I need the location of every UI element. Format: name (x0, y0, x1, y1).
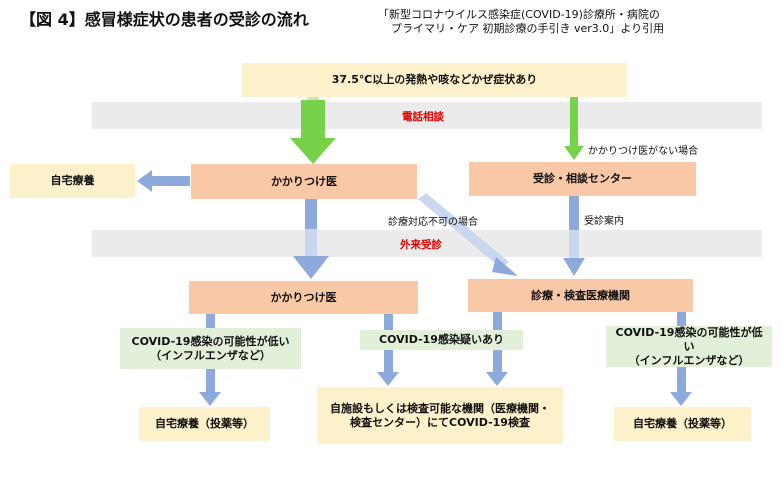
low-possibility-right-line-1: COVID-19感染の可能性が低い (615, 325, 763, 353)
home-care-top-box: 自宅療養 (10, 164, 135, 198)
outpatient-band (92, 230, 762, 257)
arrow-symptoms-to-doctor-head (290, 100, 336, 164)
low-possibility-left-line-1: COVID-19感染の可能性が低い (131, 334, 290, 348)
arrow-doctor-to-doctor (305, 199, 317, 229)
outpatient-label: 外来受診 (400, 239, 442, 251)
testing-facility-line-2: 検査センター）にてCOVID-19検査 (350, 415, 530, 429)
arrow-doctor-to-suspected (384, 314, 393, 330)
testing-facility-line-1: 自施設もしくは検査可能な機関（医療機関・ (330, 401, 550, 415)
referral-label: 受診案内 (584, 216, 624, 227)
home-care-right-text: 自宅療養（投薬等） (633, 417, 732, 430)
suspected-box: COVID-19感染疑いあり (360, 330, 523, 350)
arrow-doctor-to-doctor-light (305, 229, 317, 256)
arrow-symptoms-to-center (564, 97, 584, 160)
arrow-doctor-to-home (137, 170, 190, 192)
arrow-testing-to-low-right (677, 312, 686, 328)
low-possibility-right-line-2: （インフルエンザなど） (628, 353, 750, 367)
source-line-1: 「新型コロナウイルス感染症(COVID-19)診療所・病院の (378, 8, 660, 21)
arrow-low-left-to-home (199, 369, 221, 406)
home-care-left-box: 自宅療養（投薬等） (139, 407, 270, 441)
family-doctor-top-text: かかりつけ医 (270, 174, 338, 188)
testing-institution-box: 診療・検査医療機関 (468, 279, 693, 312)
suspected-text: COVID-19感染疑いあり (379, 333, 504, 346)
home-care-top-text: 自宅療養 (50, 174, 95, 187)
home-care-right-box: 自宅療養（投薬等） (614, 407, 751, 441)
low-possibility-left-box: COVID-19感染の可能性が低い （インフルエンザなど） (120, 328, 301, 369)
family-doctor-mid-text: かかりつけ医 (270, 290, 337, 304)
phone-consultation-band (92, 102, 762, 129)
phone-consultation-label: 電話相談 (402, 111, 444, 123)
arrow-doctor-to-doctor-head (293, 256, 329, 279)
family-doctor-mid-box: かかりつけ医 (189, 281, 418, 314)
arrow-center-to-testing-head (563, 258, 585, 276)
testing-facility-box: 自施設もしくは検査可能な機関（医療機関・ 検査センター）にてCOVID-19検査 (317, 387, 563, 444)
home-care-left-text: 自宅療養（投薬等） (155, 417, 254, 430)
low-possibility-right-box: COVID-19感染の可能性が低い （インフルエンザなど） (606, 326, 772, 367)
symptoms-text: 37.5℃以上の発熱や咳などかぜ症状あり (331, 73, 538, 86)
low-possibility-left-line-2: （インフルエンザなど） (150, 348, 271, 362)
consult-center-text: 受診・相談センター (533, 172, 632, 185)
arrow-testing-to-suspected (493, 312, 502, 330)
symptoms-box: 37.5℃以上の発熱や咳などかぜ症状あり (242, 63, 627, 97)
no-family-doctor-label: かかりつけ医がない場合 (588, 146, 699, 157)
arrow-testing-to-facility (486, 350, 508, 386)
not-available-label: 診療対応不可の場合 (388, 217, 478, 228)
arrow-suspected-to-facility (377, 350, 399, 386)
arrow-center-to-testing-light (569, 230, 579, 258)
arrow-low-right-to-home (670, 367, 692, 406)
testing-institution-text: 診療・検査医療機関 (531, 288, 630, 302)
arrow-doctor-to-low-left (206, 314, 215, 328)
arrow-center-to-testing (569, 196, 579, 230)
source-citation: 「新型コロナウイルス感染症(COVID-19)診療所・病院の プライマリ・ケア … (378, 8, 664, 36)
family-doctor-top-box: かかりつけ医 (191, 164, 417, 199)
figure-title: 【図 4】感冒様症状の患者の受診の流れ (20, 10, 309, 29)
source-line-2: プライマリ・ケア 初期診療の手引き ver3.0」より引用 (391, 22, 665, 35)
arrow-doctor-to-testing-head (492, 257, 518, 276)
arrow-doctor-to-testing (418, 193, 509, 268)
consult-center-box: 受診・相談センター (469, 162, 696, 196)
